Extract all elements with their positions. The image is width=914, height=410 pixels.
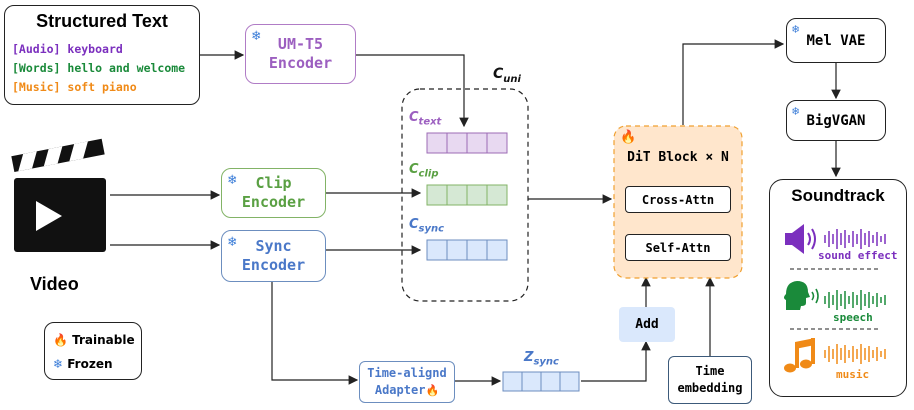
cross-attn-box: Cross-Attn	[625, 186, 731, 213]
c-text-tokens	[426, 132, 508, 154]
music-waveform	[824, 344, 886, 364]
flame-icon: 🔥	[53, 333, 68, 347]
speech-icon	[784, 281, 810, 310]
z-sync-tokens	[502, 371, 580, 392]
arrow-sync-to-adapter	[271, 282, 359, 385]
umt5-encoder-box: ❄ UM-T5 Encoder	[245, 24, 356, 84]
legend-box: 🔥 Trainable ❄ Frozen	[44, 322, 142, 380]
speech-waveform	[824, 290, 886, 310]
snowflake-icon: ❄	[53, 357, 64, 371]
c-clip-label: Cclip	[409, 162, 439, 180]
legend-trainable: 🔥 Trainable	[53, 333, 135, 347]
flame-icon: 🔥	[425, 384, 440, 397]
clip-encoder-box: ❄ Clip Encoder	[221, 168, 326, 218]
c-clip-tokens	[426, 184, 508, 206]
sound-effect-label: sound effect	[818, 249, 898, 262]
snowflake-icon: ❄	[228, 234, 237, 250]
arrow-dit-to-melvae	[682, 39, 785, 125]
clapperboard-icon	[11, 138, 106, 252]
c-uni-container	[401, 88, 529, 302]
z-sync-label: Zsync	[524, 350, 559, 368]
structured-text-words-line: [Words] hello and welcome	[12, 61, 186, 75]
add-box: Add	[619, 307, 675, 342]
snowflake-icon: ❄	[792, 22, 800, 36]
soundtrack-box: Soundtrack	[769, 179, 907, 397]
speaker-icon	[785, 224, 804, 254]
self-attn-box: Self-Attn	[625, 234, 731, 261]
arrow-zsync-to-add	[581, 340, 651, 382]
structured-text-title: Structured Text	[36, 11, 168, 31]
structured-text-audio-line: [Audio] keyboard	[12, 42, 123, 56]
video-label: Video	[30, 274, 79, 294]
speech-label: speech	[833, 311, 873, 324]
c-sync-tokens	[426, 239, 508, 261]
sync-encoder-box: ❄ Sync Encoder	[221, 230, 326, 282]
arrow-umt5-to-ctext	[356, 54, 469, 128]
dit-title: DiT Block × N	[627, 150, 729, 165]
legend-frozen: ❄ Frozen	[53, 357, 113, 371]
music-note-icon	[784, 338, 815, 373]
time-align-adapter-box: Time-alignd Adapter🔥	[359, 361, 455, 403]
snowflake-icon: ❄	[792, 104, 800, 118]
flame-icon: 🔥	[620, 130, 637, 145]
music-label: music	[836, 368, 870, 381]
c-sync-label: Csync	[409, 217, 445, 235]
snowflake-icon: ❄	[228, 172, 237, 188]
mel-vae-box: ❄ Mel VAE	[786, 18, 886, 63]
c-uni-label: Cuni	[493, 66, 521, 85]
bigvgan-box: ❄ BigVGAN	[786, 100, 886, 141]
structured-text-music-line: [Music] soft piano	[12, 80, 137, 94]
time-embedding-box: Time embedding	[668, 356, 752, 404]
soundtrack-title: Soundtrack	[791, 186, 885, 205]
sound-effect-waveform	[824, 229, 886, 249]
c-text-label: Ctext	[409, 110, 442, 128]
snowflake-icon: ❄	[252, 28, 261, 44]
structured-text-box: Structured Text [Audio] keyboard [Words]…	[4, 5, 200, 105]
